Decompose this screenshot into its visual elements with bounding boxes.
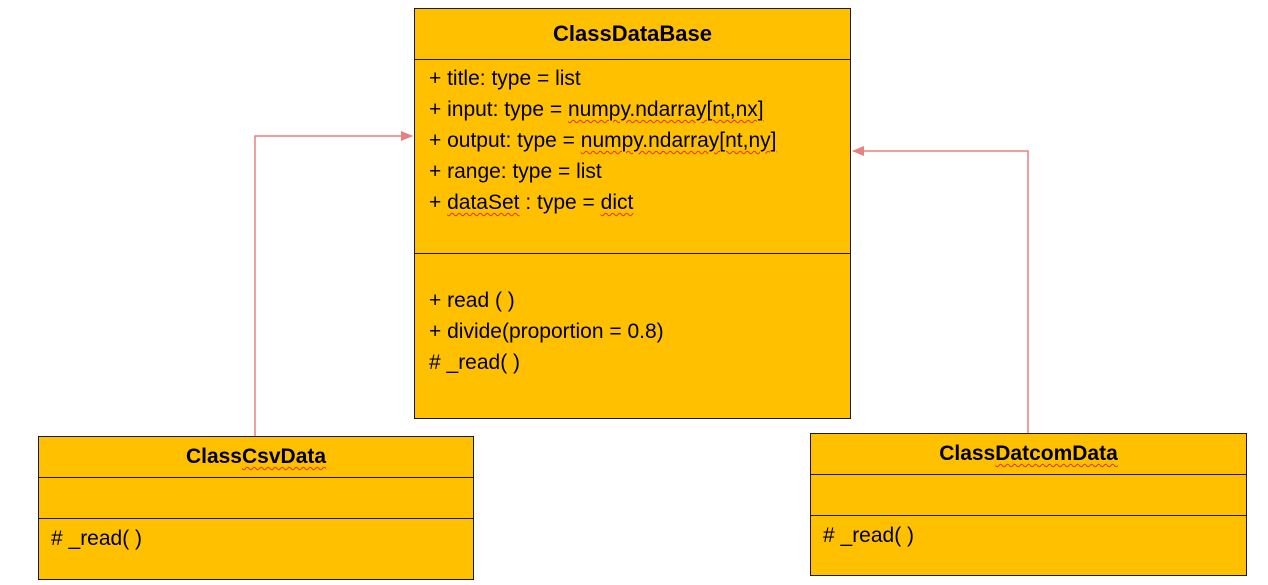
- attributes-compartment-csvdata: [39, 478, 473, 519]
- attribute-title: + title: type = list: [429, 67, 581, 90]
- inheritance-arrow-datcomdata-to-database: [852, 146, 1029, 433]
- class-title-datcomdata: Class DatcomData: [811, 434, 1246, 475]
- attribute-range: + range: type = list: [429, 160, 602, 183]
- class-title-database: Class DataBase: [415, 9, 850, 60]
- attribute-output-prefix: + output: type =: [429, 129, 581, 152]
- method-read: + read ( ): [429, 289, 515, 312]
- attribute-dataset-prefix: +: [429, 191, 448, 214]
- attribute-dataset-type: dict: [600, 191, 634, 214]
- method-private-read: # _read( ): [823, 524, 915, 547]
- class-title-prefix: Class: [185, 445, 242, 468]
- methods-compartment-database: + read ( ) + divide(proportion = 0.8) # …: [415, 254, 850, 418]
- attribute-input-prefix: + input: type =: [429, 98, 568, 121]
- inheritance-arrow-csvdata-to-database: [254, 131, 413, 436]
- methods-compartment-csvdata: # _read( ): [39, 519, 473, 579]
- attributes-compartment-database: + title: type = list + input: type = num…: [415, 60, 850, 254]
- attribute-input: + input: type = numpy.ndarray[nt,nx]: [429, 94, 850, 125]
- class-title-prefix: Class: [939, 442, 996, 465]
- method-private-read: # _read( ): [429, 351, 521, 374]
- attribute-output-type: numpy.ndarray[nt,ny]: [580, 129, 777, 152]
- attribute-dataset-name: dataSet: [447, 191, 520, 214]
- method-divide: + divide(proportion = 0.8): [429, 320, 664, 343]
- attribute-dataset-mid: : type =: [519, 191, 601, 214]
- class-title-name: DataBase: [611, 21, 712, 46]
- class-title-name: CsvData: [242, 445, 327, 468]
- class-box-csvdata[interactable]: Class CsvData # _read( ): [38, 436, 474, 580]
- attribute-input-type: numpy.ndarray[nt,nx]: [567, 98, 764, 121]
- attributes-compartment-datcomdata: [811, 475, 1246, 516]
- method-private-read: # _read( ): [51, 527, 143, 550]
- attribute-dataset: + dataSet : type = dict: [429, 187, 850, 218]
- class-title-prefix: Class: [553, 21, 612, 46]
- class-box-datcomdata[interactable]: Class DatcomData # _read( ): [810, 433, 1247, 576]
- class-title-csvdata: Class CsvData: [39, 437, 473, 478]
- methods-compartment-datcomdata: # _read( ): [811, 516, 1246, 575]
- attribute-output: + output: type = numpy.ndarray[nt,ny]: [429, 125, 850, 156]
- class-title-name: DatcomData: [995, 442, 1118, 465]
- class-box-database[interactable]: Class DataBase + title: type = list + in…: [414, 8, 851, 419]
